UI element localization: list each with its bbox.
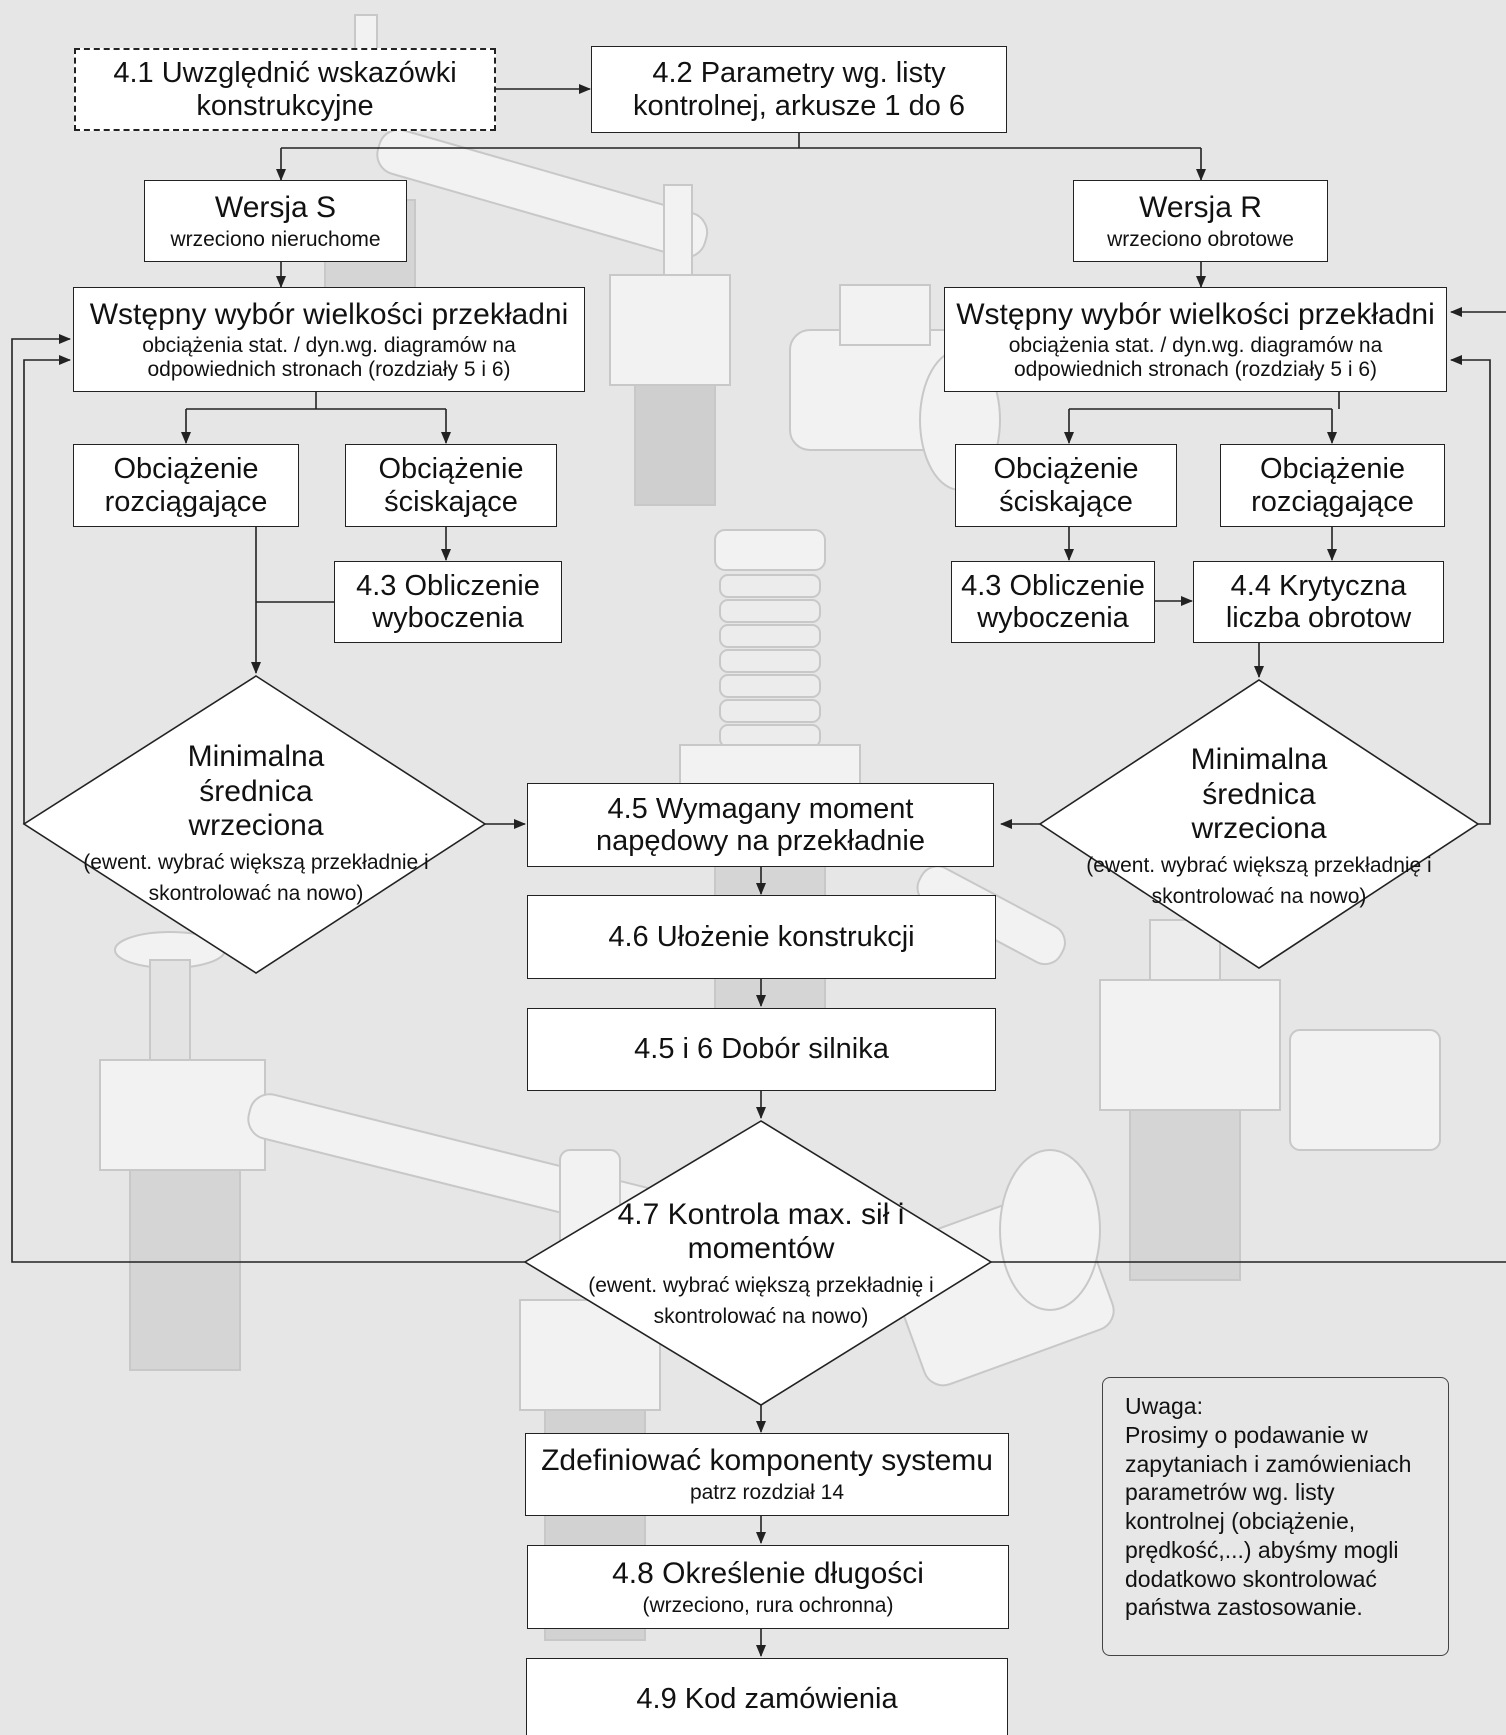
min-r-diamond-shape — [1038, 679, 1480, 969]
sciskaj-r-box: Obciążenie ściskające — [955, 444, 1177, 527]
edge-min-r-wstepny-r — [1450, 355, 1491, 825]
rozciag-r-box: Obciążenie rozciągające — [1220, 444, 1445, 527]
wersja-r-box: Wersja R wrzeciono obrotowe — [1073, 180, 1328, 262]
min-s-sub: (ewent. wybrać większą przekładnie i sko… — [83, 850, 429, 906]
step-4-3-s-label: 4.3 Obliczenie wyboczenia — [356, 569, 540, 634]
wersja-r-title: Wersja R — [1139, 190, 1262, 224]
min-r-title: Minimalna średnica wrzeciona — [1190, 743, 1328, 846]
komponenty-title: Zdefiniować komponenty systemu — [541, 1444, 993, 1478]
step-4-7-diamond: 4.7 Kontrola max. sił i momentów (ewent.… — [560, 1175, 962, 1355]
wstepny-s-sub: obciążenia stat. / dyn.wg. diagramów na … — [142, 334, 516, 381]
note-body: Prosimy o podawanie w zapytaniach i zamó… — [1125, 1421, 1412, 1621]
step-4-7-title: 4.7 Kontrola max. sił i momentów — [617, 1197, 905, 1266]
step-4-3-s-box: 4.3 Obliczenie wyboczenia — [334, 561, 562, 643]
step-4-5-6-label: 4.5 i 6 Dobór silnika — [634, 1033, 889, 1066]
komponenty-sub: patrz rozdział 14 — [689, 1481, 845, 1505]
step-4-6-box: 4.6 Ułożenie konstrukcji — [527, 895, 996, 979]
sciskaj-s-label: Obciążenie ściskające — [378, 453, 524, 518]
komponenty-box: Zdefiniować komponenty systemu patrz roz… — [525, 1433, 1009, 1516]
step-4-5-box: 4.5 Wymagany moment napędowy na przekład… — [527, 783, 994, 867]
min-s-title: Minimalna średnica wrzeciona — [187, 740, 325, 843]
step-4-7-sub: (ewent. wybrać większą przekładnię i sko… — [588, 1273, 934, 1329]
step-4-3-r-label: 4.3 Obliczenie wyboczenia — [961, 569, 1145, 634]
step-4-4-label: 4.4 Krytyczna liczba obrotow — [1225, 569, 1412, 634]
min-r-sub: (ewent. wybrać większą przekładnię i sko… — [1086, 853, 1432, 909]
min-s-diamond: Minimalna średnica wrzeciona (ewent. wyb… — [60, 730, 452, 920]
step-4-1-label: 4.1 Uwzględnić wskazówki konstrukcyjne — [113, 57, 457, 122]
wstepny-r-sub: obciążenia stat. / dyn.wg. diagramów na … — [1008, 334, 1383, 381]
sciskaj-r-label: Obciążenie ściskające — [993, 453, 1139, 518]
step-4-9-label: 4.9 Kod zamówienia — [636, 1682, 898, 1715]
sciskaj-s-box: Obciążenie ściskające — [345, 444, 557, 527]
step-4-8-box: 4.8 Określenie długości (wrzeciono, rura… — [527, 1545, 1009, 1629]
step-4-5-label: 4.5 Wymagany moment napędowy na przekład… — [596, 792, 925, 857]
note-title: Uwaga: — [1125, 1393, 1203, 1419]
wersja-r-sub: wrzeciono obrotowe — [1107, 227, 1294, 251]
min-s-diamond-shape — [22, 675, 487, 974]
wstepny-s-title: Wstępny wybór wielkości przekładni — [89, 297, 569, 331]
wstepny-r-title: Wstępny wybór wielkości przekładni — [956, 297, 1435, 331]
n47-diamond-shape — [523, 1120, 993, 1406]
edge-n47-wstepny-s — [11, 334, 525, 1263]
wersja-s-box: Wersja S wrzeciono nieruchome — [144, 180, 407, 262]
step-4-2-label: 4.2 Parametry wg. listy kontrolnej, arku… — [632, 57, 966, 122]
step-4-6-label: 4.6 Ułożenie konstrukcji — [608, 920, 915, 953]
wstepny-s-box: Wstępny wybór wielkości przekładni obcią… — [73, 287, 585, 392]
min-r-diamond: Minimalna średnica wrzeciona (ewent. wyb… — [1058, 733, 1460, 923]
step-4-4-box: 4.4 Krytyczna liczba obrotow — [1193, 561, 1444, 643]
step-4-1-box: 4.1 Uwzględnić wskazówki konstrukcyjne — [74, 48, 496, 131]
step-4-2-box: 4.2 Parametry wg. listy kontrolnej, arku… — [591, 46, 1007, 133]
wstepny-r-box: Wstępny wybór wielkości przekładni obcią… — [944, 287, 1447, 392]
step-4-8-sub: (wrzeciono, rura ochronna) — [642, 1593, 894, 1617]
rozciag-r-label: Obciążenie rozciągające — [1251, 453, 1414, 518]
step-4-8-title: 4.8 Określenie długości — [612, 1556, 924, 1590]
rozciag-s-label: Obciążenie rozciągające — [104, 453, 268, 518]
step-4-9-box: 4.9 Kod zamówienia — [526, 1658, 1008, 1735]
step-4-5-6-box: 4.5 i 6 Dobór silnika — [527, 1008, 996, 1091]
note-box: Uwaga: Prosimy o podawanie w zapytaniach… — [1102, 1377, 1449, 1656]
rozciag-s-box: Obciążenie rozciągające — [73, 444, 299, 527]
wersja-s-title: Wersja S — [214, 190, 337, 224]
edge-min-s-wstepny-s — [23, 355, 71, 824]
wersja-s-sub: wrzeciono nieruchome — [170, 227, 381, 251]
step-4-3-r-box: 4.3 Obliczenie wyboczenia — [951, 561, 1155, 643]
